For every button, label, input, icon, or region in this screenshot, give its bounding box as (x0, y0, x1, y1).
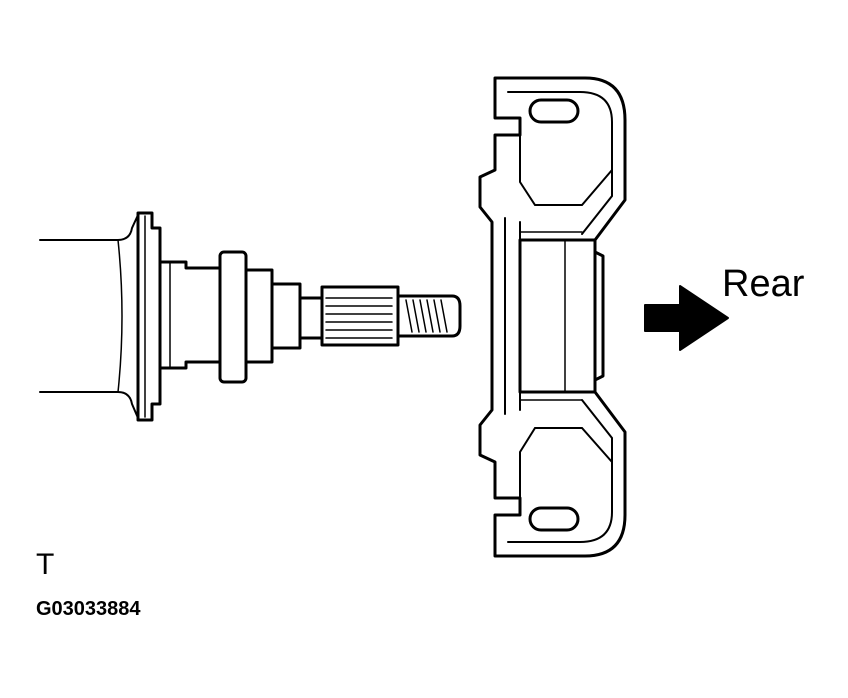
upper-bolt-slot (528, 98, 580, 124)
lower-bolt-slot (528, 506, 580, 532)
spline-teeth (325, 297, 393, 339)
spline-section (320, 285, 400, 347)
rear-direction-arrow (644, 285, 729, 351)
figure-id-label: G03033884 (36, 598, 141, 620)
rear-label: Rear (722, 263, 805, 305)
thread-lines (405, 299, 448, 333)
upper-ear-inner (507, 91, 613, 235)
flange-yoke (478, 76, 627, 558)
drive-shaft-assembly (39, 211, 462, 422)
shaft-collar (218, 250, 248, 384)
yoke-center-hub (518, 238, 597, 394)
upper-ear-web (519, 134, 613, 206)
shaft-step (270, 282, 302, 350)
shaft-hub (158, 260, 222, 370)
yoke-center-boss (593, 250, 605, 382)
threaded-stud (396, 294, 462, 338)
shaft-flange-disc (136, 211, 162, 422)
shaft-tube (39, 214, 139, 419)
lower-ear-inner (507, 399, 613, 543)
spline-neck (298, 296, 324, 340)
lower-ear-web (519, 427, 613, 499)
view-marker-label: T (36, 548, 54, 581)
shaft-shoulder (244, 268, 274, 364)
